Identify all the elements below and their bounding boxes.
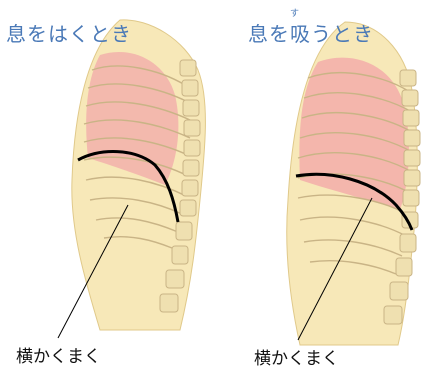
right-diaphragm-label: 横かくまく bbox=[254, 344, 339, 369]
left-torso bbox=[58, 20, 205, 338]
inhale-title: 息を吸うとき bbox=[248, 18, 374, 47]
exhale-title: 息をはくとき bbox=[6, 18, 132, 47]
left-diaphragm-label: 横かくまく bbox=[16, 342, 101, 367]
right-torso bbox=[287, 22, 420, 345]
